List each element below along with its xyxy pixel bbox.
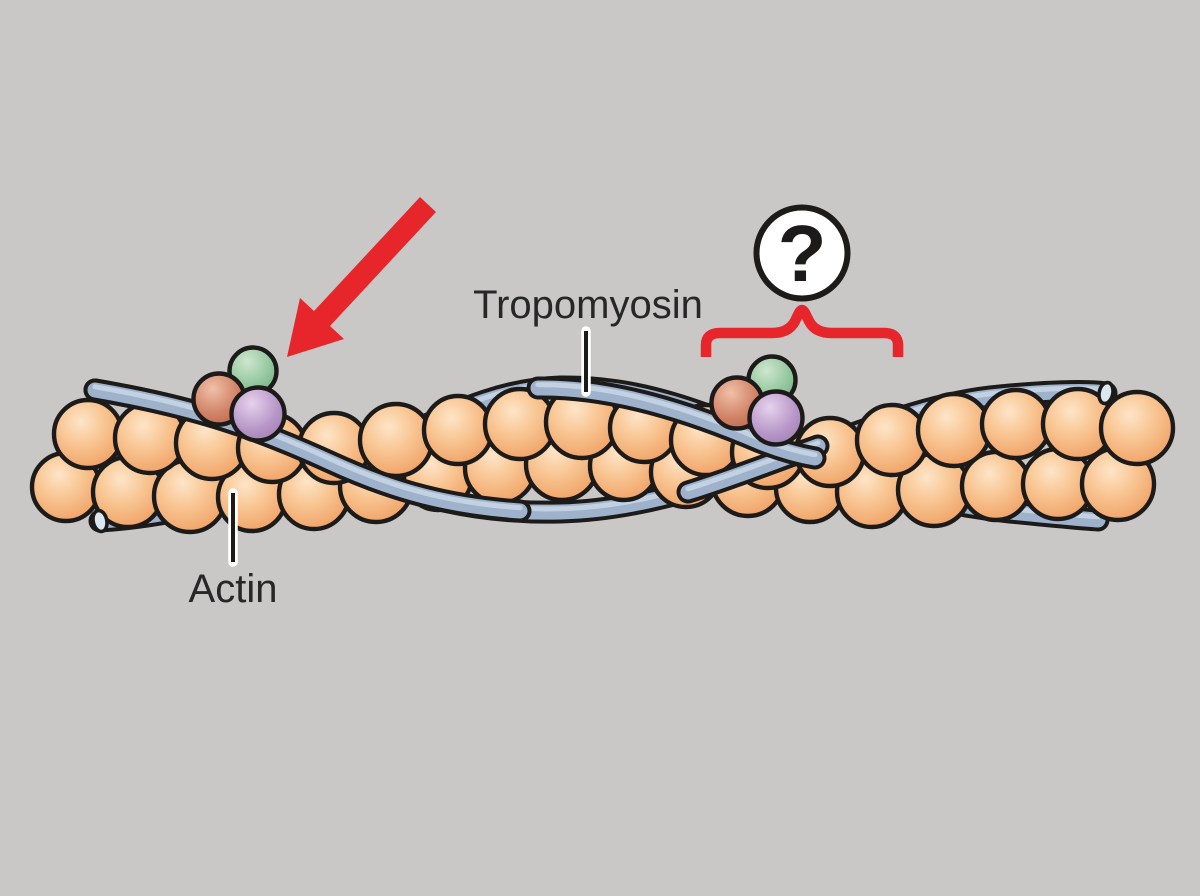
tropomyosin-end-caps [91, 380, 1115, 534]
tropomyosin-tube-highlight [92, 384, 523, 511]
troponin-complex-1 [191, 345, 287, 443]
tropomyosin-end-cap [1097, 380, 1115, 406]
tropomyosin-tube [87, 382, 528, 519]
troponin-complex-2 [709, 354, 805, 447]
question-mark-badge: ? [753, 204, 851, 302]
question-mark-text: ? [778, 209, 827, 298]
actin-monomer [357, 401, 435, 479]
actin-monomer [1098, 389, 1176, 467]
troponin-purple-sphere [229, 385, 287, 443]
actin-monomer [421, 393, 495, 467]
actin-label: Actin [189, 567, 278, 611]
actin-monomer [51, 397, 125, 471]
question-mark-circle [753, 204, 851, 302]
actin-monomer [915, 391, 993, 469]
troponin-purple-sphere [747, 389, 805, 447]
red-arrow-icon [287, 197, 436, 357]
troponin-complexes [191, 345, 805, 447]
actin-monomer [979, 387, 1053, 461]
tropomyosin-end-cap [91, 508, 109, 534]
tropomyosin-label: Tropomyosin [473, 283, 703, 327]
actin-monomer [854, 402, 930, 478]
tropomyosin-strand-a-front [83, 378, 830, 523]
red-brace [700, 304, 904, 357]
